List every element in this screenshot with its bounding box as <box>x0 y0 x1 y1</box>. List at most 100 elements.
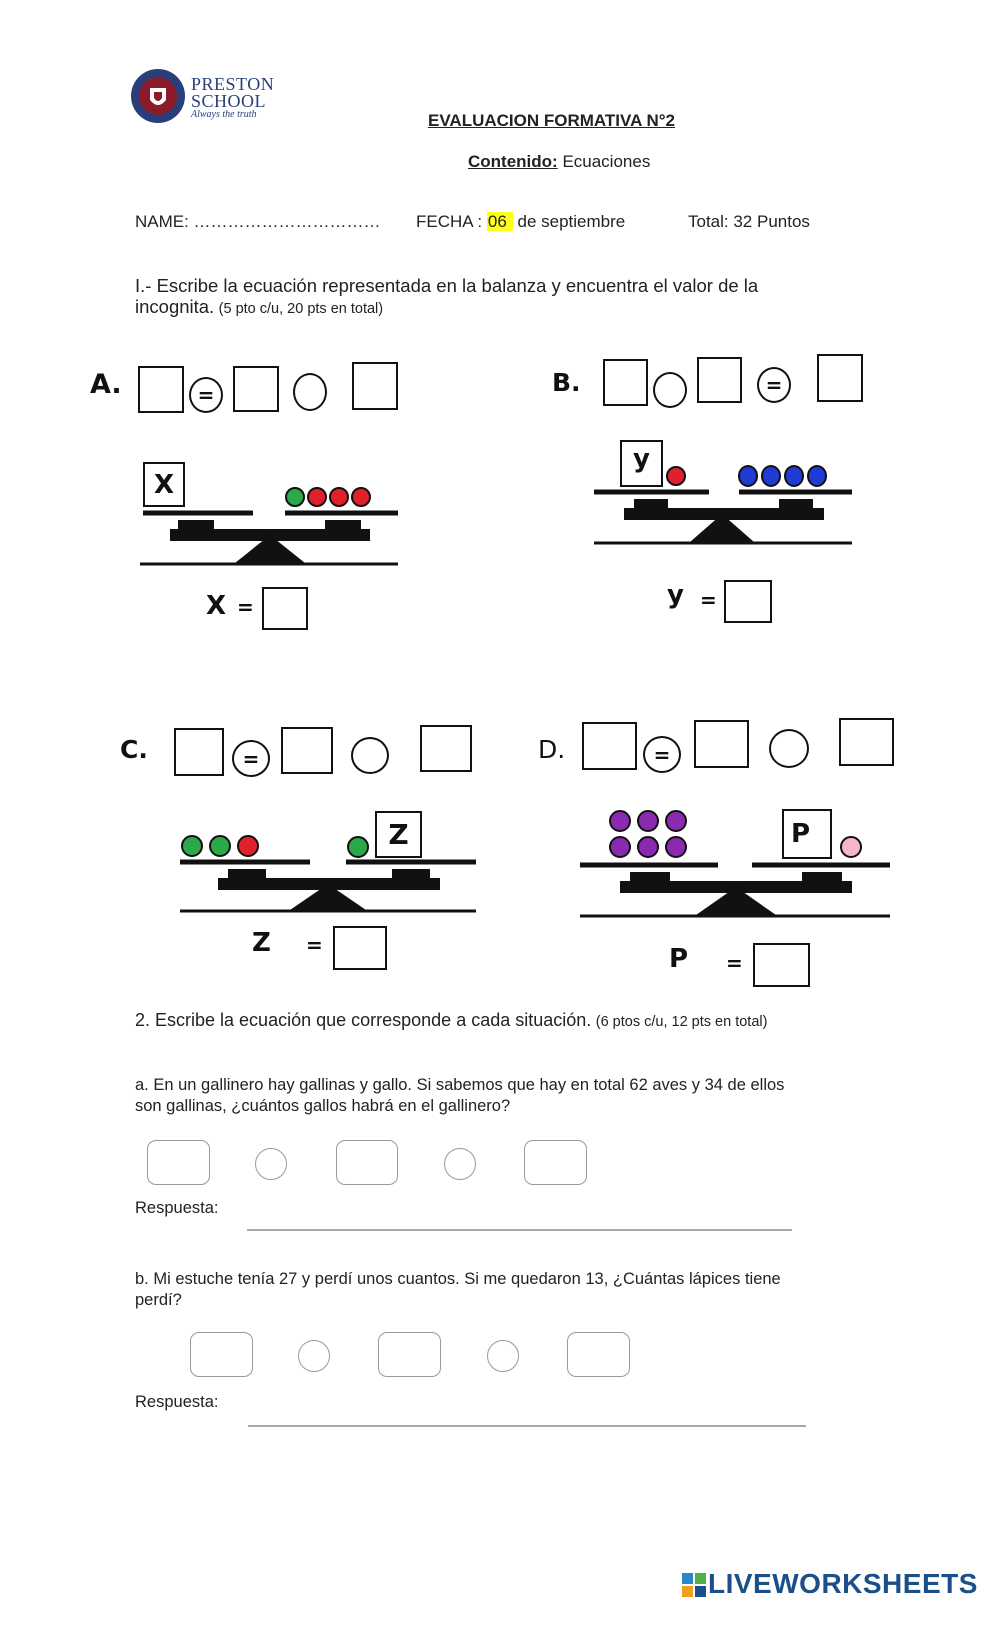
logo-name-line2: SCHOOL <box>191 91 267 111</box>
answer-box-z[interactable] <box>333 926 387 970</box>
equation-a-box-1[interactable] <box>147 1140 210 1185</box>
answer-equals: = <box>306 933 323 957</box>
equation-box-2[interactable] <box>694 720 749 768</box>
content-label: Contenido: <box>468 152 558 171</box>
equation-a-box-3[interactable] <box>524 1140 587 1185</box>
equation-a-operator-2[interactable] <box>444 1148 476 1180</box>
answer-equals: = <box>726 951 743 975</box>
date-label: FECHA : <box>416 212 483 231</box>
problem-a-text-line2: son gallinas, ¿cuántos gallos habrá en e… <box>135 1097 511 1115</box>
content-value: Ecuaciones <box>562 152 651 171</box>
answer-label-p: P <box>669 944 689 974</box>
problem-b-text-line2: perdí? <box>135 1291 182 1309</box>
problem-b-letter: B. <box>552 368 581 397</box>
answer-box-y[interactable] <box>724 580 772 623</box>
logo-name-line1: PRESTON <box>191 74 275 94</box>
equation-box-1[interactable] <box>582 722 637 770</box>
equation-b-box-1[interactable] <box>190 1332 253 1377</box>
school-crest-icon <box>131 69 185 123</box>
section1-instruction-line1: I.- Escribe la ecuación representada en … <box>135 275 759 296</box>
ball-blue <box>784 465 804 487</box>
equation-b-operator-1[interactable] <box>298 1340 330 1372</box>
equation-a-operator-1[interactable] <box>255 1148 287 1180</box>
equation-box-2[interactable] <box>281 727 333 774</box>
operator-circle[interactable] <box>351 737 389 774</box>
ball-purple <box>665 836 687 858</box>
operator-circle[interactable] <box>293 373 327 411</box>
equation-b-box-2[interactable] <box>378 1332 441 1377</box>
ball-green <box>181 835 203 857</box>
variable-block-x: X <box>143 462 185 507</box>
school-logo: PRESTON SCHOOL Always the truth <box>128 66 278 126</box>
ball-green <box>209 835 231 857</box>
ball-purple <box>637 836 659 858</box>
variable-label: y <box>633 444 650 474</box>
balance-scale-icon <box>140 510 398 566</box>
equation-box-1[interactable] <box>138 366 184 413</box>
balance-scale-icon <box>580 862 890 918</box>
logo-tagline: Always the truth <box>191 109 257 120</box>
answer-a-label: Respuesta: <box>135 1199 219 1217</box>
balance-scale-icon <box>180 859 476 913</box>
section2-points: (6 ptos c/u, 12 pts en total) <box>595 1014 768 1030</box>
liveworksheets-logo-icon <box>682 1573 706 1597</box>
balance-scale-icon <box>594 489 852 545</box>
variable-label: X <box>153 469 175 500</box>
ball-red <box>307 487 327 507</box>
name-field: NAME: …………………………… <box>135 212 381 231</box>
answer-box-x[interactable] <box>262 587 308 630</box>
answer-b-line[interactable] <box>248 1425 806 1427</box>
problem-b-text-line1: b. Mi estuche tenía 27 y perdí unos cuan… <box>135 1270 781 1288</box>
page-title: EVALUACION FORMATIVA N°2 <box>428 111 675 130</box>
ball-purple <box>609 810 631 832</box>
ball-green <box>285 487 305 507</box>
ball-blue <box>761 465 781 487</box>
operator-circle[interactable] <box>653 372 687 408</box>
ball-red <box>329 487 349 507</box>
answer-equals: = <box>700 588 717 612</box>
footer-brand: LIVEWORKSHEETS <box>682 1568 982 1602</box>
variable-label: Z <box>388 818 409 851</box>
equals-circle: = <box>232 740 270 777</box>
answer-b-label: Respuesta: <box>135 1393 219 1411</box>
answer-label-z: Z <box>252 928 271 958</box>
variable-label: P <box>791 819 811 849</box>
operator-circle[interactable] <box>769 729 809 768</box>
equation-a-box-2[interactable] <box>336 1140 398 1185</box>
answer-box-p[interactable] <box>753 943 810 987</box>
equation-b-box-3[interactable] <box>567 1332 630 1377</box>
section1-points: (5 pto c/u, 20 pts en total) <box>218 301 384 317</box>
ball-red <box>351 487 371 507</box>
footer-brand-text: LIVEWORKSHEETS <box>708 1568 978 1599</box>
answer-equals: = <box>237 595 254 619</box>
answer-label-x: X <box>206 591 227 621</box>
ball-red <box>666 466 686 486</box>
equation-b-operator-2[interactable] <box>487 1340 519 1372</box>
answer-a-line[interactable] <box>247 1229 792 1231</box>
equation-box-3[interactable] <box>839 718 894 766</box>
problem-d-letter: D. <box>538 735 566 764</box>
equation-box-2[interactable] <box>697 357 742 403</box>
variable-block-y: y <box>620 440 663 487</box>
equation-box-1[interactable] <box>603 359 648 406</box>
ball-blue <box>738 465 758 487</box>
equation-box-1[interactable] <box>174 728 224 776</box>
equation-box-3[interactable] <box>420 725 472 772</box>
equals-circle: = <box>757 367 791 403</box>
section1-instruction-line2: incognita. (5 pto c/u, 20 pts en total) <box>135 296 383 318</box>
ball-purple <box>665 810 687 832</box>
equation-box-3[interactable] <box>817 354 863 402</box>
variable-block-z: Z <box>375 811 422 858</box>
equation-box-2[interactable] <box>233 366 279 412</box>
date-field: FECHA : 06 de septiembre <box>416 212 625 232</box>
equals-circle: = <box>189 377 223 413</box>
ball-purple <box>637 810 659 832</box>
ball-green <box>347 836 369 858</box>
content-line: Contenido: Ecuaciones <box>468 152 650 172</box>
section2-instruction-text: 2. Escribe la ecuación que corresponde a… <box>135 1010 592 1030</box>
problem-a-text-line1: a. En un gallinero hay gallinas y gallo.… <box>135 1076 785 1094</box>
variable-block-p: P <box>782 809 832 859</box>
total-points: Total: 32 Puntos <box>688 212 810 231</box>
date-day: 06 <box>486 212 513 231</box>
equation-box-3[interactable] <box>352 362 398 410</box>
